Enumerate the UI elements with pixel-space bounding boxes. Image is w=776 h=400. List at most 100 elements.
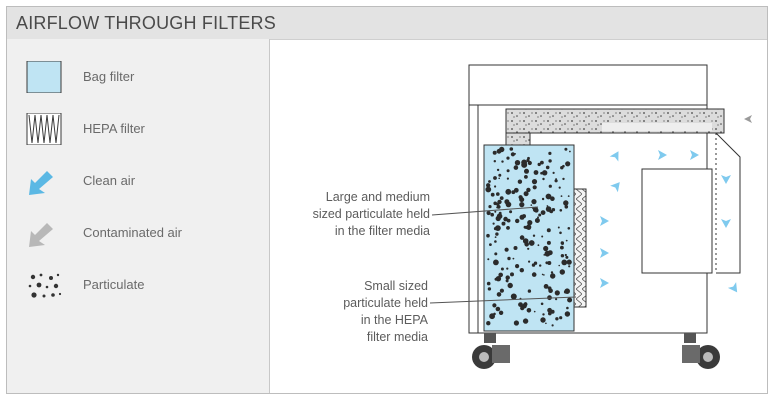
callout-hepa-filter: Small sized particulate held in the HEPA… (290, 278, 428, 346)
particle-dot (486, 321, 491, 326)
particle-dot (555, 298, 558, 301)
particle-dot (527, 247, 530, 250)
particle-dot (541, 273, 544, 276)
particle-dot (506, 226, 510, 230)
filter-unit-diagram: Large and medium sized particulate held … (270, 39, 767, 393)
particle-dot (509, 147, 514, 151)
particle-dot (506, 169, 510, 173)
particle-dot (565, 161, 571, 167)
particle-dot (560, 245, 564, 250)
particle-dot (569, 150, 571, 153)
particle-dot (506, 177, 509, 180)
particle-dot (560, 254, 565, 258)
particle-dot (512, 257, 515, 260)
particle-dot (514, 153, 516, 155)
legend-label: HEPA filter (83, 121, 145, 136)
particle-dot (488, 205, 492, 209)
particle-dot (532, 185, 537, 190)
particle-dot (497, 199, 502, 205)
clean-air-arrow-icon (29, 171, 53, 195)
particle-dot (510, 152, 515, 157)
particle-dot (505, 201, 512, 208)
particle-dot (539, 264, 542, 267)
particle-dot (526, 159, 529, 162)
particle-dot (567, 195, 570, 198)
legend-label: Contaminated air (83, 225, 182, 240)
particle-dot (538, 213, 542, 217)
particle-dot (492, 150, 497, 155)
particle-dot (534, 218, 540, 223)
particle-dot (519, 268, 524, 273)
particle-dot (564, 288, 570, 294)
particle-dot (565, 239, 568, 242)
particle-dot (548, 311, 552, 316)
particle-dot (548, 151, 552, 155)
particle-dot (531, 179, 538, 185)
particle-dot (506, 156, 510, 160)
particle-dot (551, 208, 556, 212)
particle-dot (523, 191, 529, 197)
particulate-icon (28, 273, 62, 298)
particle-dot (517, 179, 523, 184)
callout-bag-filter: Large and medium sized particulate held … (290, 189, 430, 240)
legend-item-contaminated-air: Contaminated air (7, 213, 269, 253)
particle-dot (559, 269, 565, 275)
particle-dot (546, 205, 549, 207)
left-caster (472, 333, 510, 369)
callout-line: in the filter media (334, 224, 430, 238)
contaminated-air-arrow-icon (29, 223, 53, 247)
particle-dot (498, 211, 502, 215)
particle-dot (541, 197, 545, 201)
particle-dot (487, 258, 490, 261)
particle-dot (559, 316, 563, 320)
particle-dot (550, 273, 556, 279)
particle-dot (494, 252, 498, 256)
particle-dot (543, 254, 546, 256)
particle-dot (550, 196, 555, 201)
particle-dot (496, 292, 502, 297)
particle-dot (558, 186, 561, 189)
particle-dot (540, 160, 544, 165)
particle-dot (547, 261, 552, 265)
page-title: AIRFLOW THROUGH FILTERS (16, 13, 276, 33)
particle-dot (492, 222, 495, 225)
particle-dot (527, 289, 532, 293)
particle-dot (498, 310, 504, 315)
particle-dot (485, 186, 492, 193)
contaminated-air-inlet (744, 115, 752, 123)
legend-label: Clean air (83, 173, 136, 188)
particle-dot (510, 272, 514, 277)
particle-dot (486, 281, 491, 286)
hepa-filter-swatch (26, 113, 62, 145)
particle-dot (494, 210, 497, 213)
particle-dot (566, 259, 572, 265)
particle-dot (540, 317, 546, 323)
particle-dot (545, 165, 550, 170)
particle-dot (559, 231, 562, 235)
particle-dot (543, 274, 545, 276)
diagram-frame: AIRFLOW THROUGH FILTERS Bag filter HEPA … (6, 6, 768, 394)
callout-line: sized particulate held (312, 207, 430, 221)
particle-dot (532, 206, 539, 213)
particle-dot (568, 265, 571, 268)
particle-dot (524, 168, 529, 174)
particle-dot (518, 302, 523, 307)
particle-dot (546, 240, 551, 245)
particle-dot (501, 160, 504, 163)
particle-dot (493, 160, 496, 163)
particle-dot (530, 204, 533, 206)
particle-dot (498, 173, 502, 177)
legend-item-hepa-filter: HEPA filter (7, 109, 269, 149)
callout-line: Large and medium (325, 190, 430, 204)
particle-dot (548, 184, 552, 188)
particle-dot (494, 277, 498, 281)
particle-dot (545, 193, 552, 200)
particle-dot (537, 244, 540, 247)
particle-dot (506, 267, 509, 270)
particle-dot (521, 159, 527, 166)
particle-dot (494, 185, 497, 188)
particle-dot (532, 234, 536, 237)
particle-dot (519, 235, 525, 240)
particle-dot (510, 293, 517, 300)
particle-dot (496, 168, 500, 172)
